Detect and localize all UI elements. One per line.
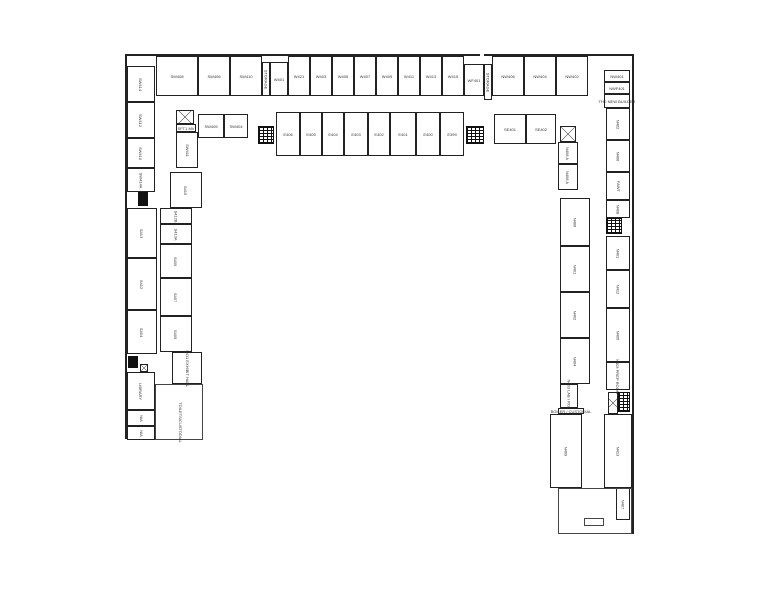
ne-outer-wall — [484, 54, 634, 56]
room[interactable]: S409 — [160, 244, 192, 278]
room[interactable]: N403 LAB / ROOM — [560, 379, 578, 413]
room[interactable]: S411 EXHIBIT HALL — [172, 350, 202, 386]
room[interactable]: N403 PREP ROOM — [606, 358, 630, 394]
room[interactable]: N401 — [560, 246, 590, 292]
room[interactable]: N408 A — [558, 164, 578, 190]
room[interactable]: TOILETS/CUSTODIAL — [160, 402, 200, 442]
room[interactable]: S415 — [170, 172, 202, 208]
room[interactable]: N406 — [606, 140, 630, 172]
room[interactable]: N401 — [606, 236, 630, 270]
room[interactable]: NW402 — [556, 56, 588, 96]
room[interactable]: W411 — [398, 56, 420, 96]
elevator-icon — [608, 392, 618, 414]
room[interactable]: NWF401 — [604, 82, 630, 94]
room[interactable]: S412 — [127, 258, 157, 310]
room[interactable]: S407 — [160, 278, 192, 316]
room[interactable]: SW410 — [127, 138, 155, 168]
room[interactable]: S412B — [160, 208, 192, 224]
room[interactable]: N406 — [560, 198, 590, 246]
elevator-icon — [176, 110, 194, 124]
room[interactable]: SW406 — [198, 56, 230, 96]
stair-block — [128, 356, 138, 368]
stair-icon — [258, 126, 274, 144]
room[interactable]: SFT1 MV — [176, 124, 196, 132]
elevator-icon — [560, 126, 576, 142]
stair-icon — [466, 126, 484, 144]
room[interactable]: S405 — [160, 316, 192, 352]
room[interactable]: SW410 — [230, 56, 262, 96]
room[interactable]: N402 — [560, 292, 590, 338]
room[interactable]: STORAGE — [484, 64, 492, 100]
shaft-block — [138, 192, 148, 206]
stair-icon — [606, 218, 622, 234]
room[interactable]: W405 — [332, 56, 354, 96]
room[interactable]: W415 — [442, 56, 464, 96]
room[interactable]: LIBRARY — [127, 372, 155, 410]
room[interactable]: SW404 — [224, 114, 248, 138]
room[interactable]: SW411 — [176, 132, 198, 168]
east-outer-wall — [632, 54, 634, 534]
room[interactable]: N413 — [604, 414, 632, 488]
stair-icon — [618, 392, 630, 412]
room[interactable]: E400 — [416, 112, 440, 156]
open-area — [155, 384, 203, 440]
room[interactable]: N405 — [606, 308, 630, 362]
entry-vestibule — [584, 518, 604, 526]
room[interactable]: W403 — [310, 56, 332, 96]
north-outer-wall — [125, 54, 480, 56]
room[interactable]: S413A — [160, 224, 192, 244]
room[interactable]: SW405 — [198, 114, 224, 138]
room[interactable]: N408 — [606, 200, 630, 218]
room[interactable]: W407 — [354, 56, 376, 96]
room[interactable]: SE401 — [494, 114, 526, 144]
room[interactable]: N408 A — [558, 142, 578, 164]
elevator-icon — [140, 364, 148, 372]
room[interactable]: N409 — [550, 414, 582, 488]
room[interactable]: N/A — [127, 410, 155, 426]
room[interactable]: E399 — [440, 112, 464, 156]
room[interactable]: BOILER / CUSTODIAL — [550, 408, 592, 414]
room[interactable]: N404 — [560, 338, 590, 384]
room[interactable]: E404 — [322, 112, 344, 156]
room[interactable]: W413 — [420, 56, 442, 96]
west-outer-wall — [125, 54, 127, 439]
room[interactable]: E406 — [276, 112, 300, 156]
room[interactable]: N412 — [606, 270, 630, 308]
room[interactable]: E401 — [390, 112, 416, 156]
room[interactable]: SW408 — [156, 56, 198, 96]
room[interactable]: N/A — [127, 426, 155, 440]
room[interactable]: E405 — [300, 112, 322, 156]
room[interactable]: SW414A — [127, 168, 155, 192]
room[interactable]: NW404 — [524, 56, 556, 96]
room[interactable]: SW414 — [127, 66, 155, 102]
room[interactable]: FAWT — [606, 172, 630, 200]
room[interactable]: W421 — [288, 56, 310, 96]
room[interactable]: N402 — [606, 108, 630, 140]
room[interactable]: S413 — [127, 208, 157, 258]
room[interactable]: SW412 — [127, 102, 155, 138]
room[interactable]: W409 — [376, 56, 398, 96]
room[interactable]: S404 — [127, 310, 157, 354]
room[interactable]: E402 — [368, 112, 390, 156]
room[interactable]: E403 — [344, 112, 368, 156]
room[interactable]: STORAGE — [262, 62, 270, 96]
room[interactable]: SE402 — [526, 114, 556, 144]
room[interactable]: WF401 — [464, 64, 484, 96]
room[interactable]: W401 — [270, 62, 288, 96]
room[interactable]: THE NEW BUILDER — [599, 94, 635, 108]
room[interactable]: NW401 — [604, 70, 630, 82]
room[interactable]: NW406 — [492, 56, 524, 96]
entry-area — [558, 488, 632, 534]
